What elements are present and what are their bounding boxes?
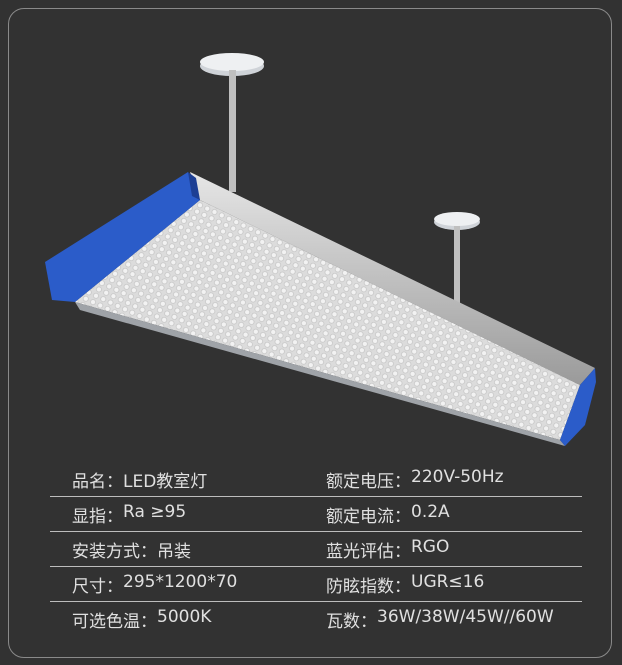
spec-label: 蓝光评估： — [326, 541, 411, 562]
led-classroom-lamp-image — [45, 53, 596, 446]
spec-label: 额定电压： — [326, 471, 411, 492]
spec-value: 36W/38W/45W//60W — [377, 606, 554, 627]
spec-value: 220V-50Hz — [411, 466, 504, 487]
spec-row: 安装方式：吊装 蓝光评估：RGO — [50, 532, 582, 567]
spec-value: 295*1200*70 — [123, 571, 238, 592]
spec-value: Ra ≥95 — [123, 501, 187, 522]
spec-label: 额定电流： — [326, 506, 411, 527]
spec-row: 可选色温：5000K 瓦数：36W/38W/45W//60W — [50, 602, 582, 636]
spec-row: 品名：LED教室灯 额定电压：220V-50Hz — [50, 462, 582, 497]
spec-value: 5000K — [157, 606, 212, 627]
spec-row: 显指：Ra ≥95 额定电流：0.2A — [50, 497, 582, 532]
spec-row: 尺寸：295*1200*70 防眩指数：UGR≤16 — [50, 567, 582, 602]
spec-value: LED教室灯 — [123, 471, 208, 492]
spec-label: 可选色温： — [72, 611, 157, 632]
spec-label: 防眩指数： — [326, 576, 411, 597]
spec-label: 尺寸： — [72, 576, 123, 597]
spec-value: UGR≤16 — [411, 571, 485, 592]
spec-label: 显指： — [72, 506, 123, 527]
suspension-rods — [200, 53, 480, 308]
spec-table: 品名：LED教室灯 额定电压：220V-50Hz 显指：Ra ≥95 额定电流：… — [50, 462, 582, 636]
spec-label: 安装方式： — [72, 541, 157, 562]
card-frame — [8, 8, 612, 658]
spec-label: 瓦数： — [326, 611, 377, 632]
spec-value: 吊装 — [157, 541, 191, 562]
spec-label: 品名： — [72, 471, 123, 492]
spec-value: 0.2A — [411, 501, 450, 522]
spec-value: RGO — [411, 536, 450, 557]
